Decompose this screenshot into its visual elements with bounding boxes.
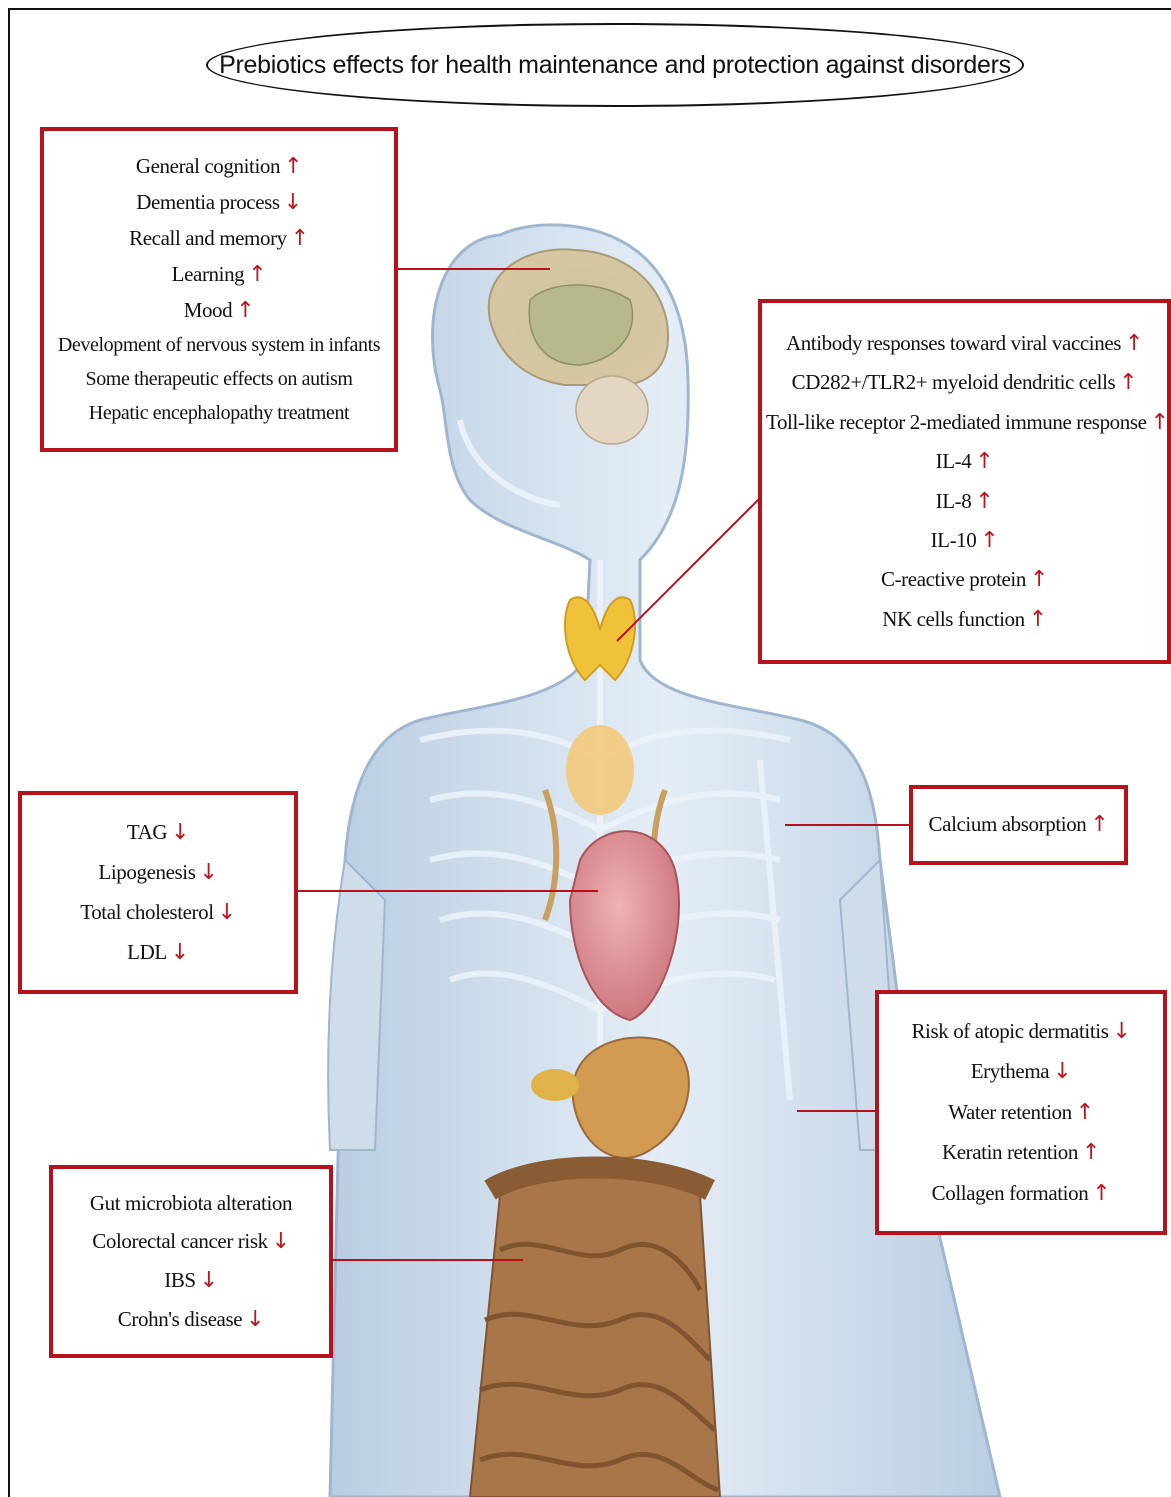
gut-effect-item: Crohn's disease↓ — [57, 1307, 325, 1332]
heart-effect-item: Lipogenesis↓ — [26, 860, 290, 885]
brain-effect-text: Recall and memory — [129, 226, 287, 250]
gut-effect-item: Gut microbiota alteration — [57, 1191, 325, 1215]
down-arrow-icon: ↓ — [1053, 1059, 1071, 1084]
skin-leader-line — [797, 1110, 875, 1112]
skin-effect-text: Water retention — [948, 1100, 1072, 1124]
immune-effect-text: Antibody responses toward viral vaccines — [786, 331, 1121, 355]
immune-effect-item: Antibody responses toward viral vaccines… — [766, 331, 1163, 356]
up-arrow-icon: ↑ — [1082, 1140, 1100, 1165]
up-arrow-icon: ↑ — [284, 154, 302, 179]
immune-effect-item: CD282+/TLR2+ myeloid dendritic cells↑ — [766, 370, 1163, 395]
title-ellipse: Prebiotics effects for health maintenanc… — [206, 23, 1024, 107]
down-arrow-icon: ↓ — [246, 1307, 264, 1332]
down-arrow-icon: ↓ — [1113, 1019, 1131, 1044]
immune-effect-item: IL-8↑ — [766, 489, 1163, 514]
up-arrow-icon: ↑ — [236, 298, 254, 323]
gut-leader-line — [333, 1259, 523, 1261]
bone-effect-item: Calcium absorption↑ — [913, 812, 1124, 837]
gut-effect-text: Colorectal cancer risk — [92, 1229, 267, 1253]
skin-effects-box: Risk of atopic dermatitis↓Erythema↓Water… — [875, 990, 1167, 1235]
skin-effect-item: Risk of atopic dermatitis↓ — [883, 1019, 1159, 1044]
up-arrow-icon: ↑ — [975, 449, 993, 474]
up-arrow-icon: ↑ — [1030, 567, 1048, 592]
skin-effect-text: Keratin retention — [942, 1140, 1078, 1164]
bone-effect-text: Calcium absorption — [929, 812, 1087, 836]
brain-leader-line — [398, 268, 550, 270]
immune-effect-text: IL-10 — [931, 528, 977, 552]
heart-effect-text: TAG — [127, 820, 167, 844]
down-arrow-icon: ↓ — [171, 940, 189, 965]
brain-effects-box: General cognition↑Dementia process↓Recal… — [40, 127, 398, 452]
brain-effect-item: Dementia process↓ — [48, 190, 390, 215]
heart-effect-item: TAG↓ — [26, 820, 290, 845]
immune-effects-box: Antibody responses toward viral vaccines… — [758, 299, 1171, 664]
up-arrow-icon: ↑ — [1119, 370, 1137, 395]
immune-effect-item: Toll-like receptor 2-mediated immune res… — [766, 410, 1163, 435]
immune-effect-text: NK cells function — [882, 607, 1025, 631]
up-arrow-icon: ↑ — [980, 528, 998, 553]
brain-effect-text: Development of nervous system in infants — [58, 334, 380, 356]
brain-effect-text: Some therapeutic effects on autism — [85, 368, 352, 390]
up-arrow-icon: ↑ — [248, 262, 266, 287]
skin-effect-text: Collagen formation — [932, 1181, 1089, 1205]
up-arrow-icon: ↑ — [975, 489, 993, 514]
up-arrow-icon: ↑ — [1092, 1181, 1110, 1206]
brain-effect-item: Hepatic encephalopathy treatment — [48, 402, 390, 425]
brain-effect-item: Some therapeutic effects on autism — [48, 368, 390, 391]
skin-effect-text: Risk of atopic dermatitis — [911, 1019, 1108, 1043]
bone-leader-line — [785, 824, 909, 826]
brain-effect-text: Dementia process — [136, 190, 279, 214]
gut-effect-item: IBS↓ — [57, 1268, 325, 1293]
skin-effect-item: Erythema↓ — [883, 1059, 1159, 1084]
down-arrow-icon: ↓ — [200, 860, 218, 885]
up-arrow-icon: ↑ — [1151, 410, 1169, 435]
up-arrow-icon: ↑ — [1029, 607, 1047, 632]
immune-effect-item: IL-10↑ — [766, 528, 1163, 553]
gut-effect-text: Gut microbiota alteration — [90, 1191, 292, 1215]
immune-effect-item: IL-4↑ — [766, 449, 1163, 474]
immune-effect-item: NK cells function↑ — [766, 607, 1163, 632]
up-arrow-icon: ↑ — [1076, 1100, 1094, 1125]
brain-effect-item: Learning↑ — [48, 262, 390, 287]
immune-effect-text: IL-4 — [936, 449, 972, 473]
down-arrow-icon: ↓ — [171, 820, 189, 845]
immune-effect-text: CD282+/TLR2+ myeloid dendritic cells — [792, 370, 1116, 394]
heart-effect-item: Total cholesterol↓ — [26, 900, 290, 925]
gut-effect-item: Colorectal cancer risk↓ — [57, 1229, 325, 1254]
skin-effect-item: Keratin retention↑ — [883, 1140, 1159, 1165]
brain-effect-text: Hepatic encephalopathy treatment — [89, 402, 349, 424]
heart-effect-item: LDL↓ — [26, 940, 290, 965]
skin-effect-item: Water retention↑ — [883, 1100, 1159, 1125]
heart-effect-text: LDL — [127, 940, 167, 964]
brain-effect-item: Development of nervous system in infants — [48, 334, 390, 357]
bone-effects-box: Calcium absorption↑ — [909, 785, 1128, 865]
up-arrow-icon: ↑ — [1125, 331, 1143, 356]
brain-effect-item: Mood↑ — [48, 298, 390, 323]
brain-effect-text: Learning — [172, 262, 245, 286]
heart-leader-line — [298, 890, 598, 892]
page-title: Prebiotics effects for health maintenanc… — [219, 51, 1011, 80]
immune-effect-text: Toll-like receptor 2-mediated immune res… — [766, 410, 1147, 434]
down-arrow-icon: ↓ — [284, 190, 302, 215]
gut-effect-text: IBS — [164, 1268, 195, 1292]
skin-effect-item: Collagen formation↑ — [883, 1181, 1159, 1206]
heart-effect-text: Total cholesterol — [80, 900, 213, 924]
immune-effect-item: C-reactive protein↑ — [766, 567, 1163, 592]
brain-effect-item: General cognition↑ — [48, 154, 390, 179]
brain-effect-text: Mood — [184, 298, 233, 322]
lipid-effects-box: TAG↓Lipogenesis↓Total cholesterol↓LDL↓ — [18, 791, 298, 994]
brain-effect-item: Recall and memory↑ — [48, 226, 390, 251]
down-arrow-icon: ↓ — [200, 1268, 218, 1293]
down-arrow-icon: ↓ — [272, 1229, 290, 1254]
brain-effect-text: General cognition — [136, 154, 280, 178]
heart-effect-text: Lipogenesis — [98, 860, 195, 884]
down-arrow-icon: ↓ — [218, 900, 236, 925]
immune-effect-text: IL-8 — [936, 489, 972, 513]
up-arrow-icon: ↑ — [1090, 812, 1108, 837]
skin-effect-text: Erythema — [971, 1059, 1049, 1083]
immune-effect-text: C-reactive protein — [881, 567, 1026, 591]
gut-effect-text: Crohn's disease — [118, 1307, 242, 1331]
up-arrow-icon: ↑ — [291, 226, 309, 251]
